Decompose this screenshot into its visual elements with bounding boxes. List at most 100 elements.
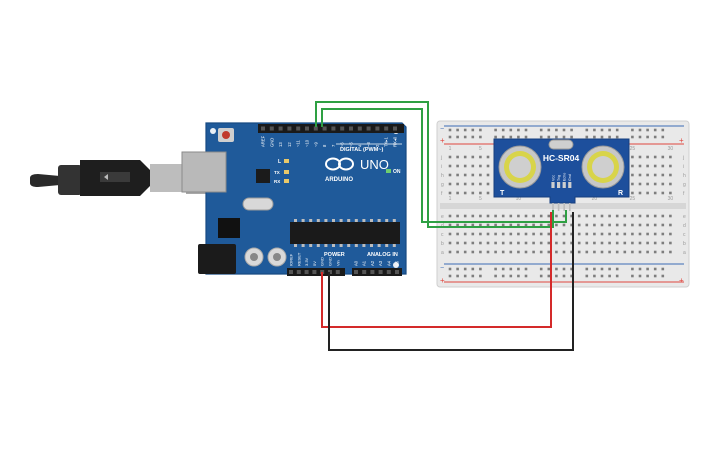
arduino-uno-board[interactable] (181, 122, 407, 276)
analog-pin-label: A0 (354, 260, 359, 266)
analog-pin-label: A1 (362, 260, 367, 266)
row-label: h (683, 173, 686, 179)
power-pin-label: Vin (335, 260, 340, 266)
power-pin-label: 5V (312, 261, 317, 266)
digital-pin-8[interactable] (331, 126, 336, 131)
power-pin-0[interactable] (289, 270, 293, 274)
column-label: 25 (630, 196, 636, 202)
rail-plus-bottom-right: + (679, 276, 684, 285)
power-pin-1[interactable] (296, 270, 301, 274)
infinity-logo-icon (325, 157, 354, 171)
digital-pin-10[interactable] (349, 126, 353, 131)
column-label: 20 (592, 196, 598, 202)
analog-pin-3[interactable] (378, 270, 383, 274)
digital-pin-11[interactable] (357, 126, 362, 131)
analog-header (352, 268, 402, 276)
digital-pin-label: GND (269, 138, 274, 147)
analog-pin-1[interactable] (362, 270, 367, 274)
digital-pin-label: 12 (287, 142, 292, 147)
power-pin-label: GND (328, 257, 333, 266)
power-pin-2[interactable] (304, 270, 309, 274)
rail-minus-top: − (440, 126, 444, 133)
rail-minus-bottom: − (440, 265, 444, 272)
sensor-pin-gnd[interactable] (568, 182, 572, 188)
row-label: f (683, 191, 685, 197)
column-label: 5 (479, 196, 482, 202)
sensor-mark-r: R (618, 190, 623, 197)
digital-pin-14[interactable] (384, 126, 389, 131)
sensor-pin-vcc[interactable] (551, 182, 555, 188)
digital-pin-label: AREF (261, 135, 266, 147)
digital-pin-label: 13 (278, 142, 283, 147)
row-label: j (440, 155, 442, 161)
row-label: b (683, 241, 686, 247)
sensor-pin-echo[interactable] (562, 182, 566, 188)
row-label: c (683, 232, 686, 238)
tx-led (284, 170, 289, 174)
digital-pin-9[interactable] (340, 126, 345, 131)
power-pin-6[interactable] (335, 270, 340, 274)
row-label: b (441, 241, 444, 247)
analog-pin-2[interactable] (370, 270, 375, 274)
sensor-pin-trig[interactable] (557, 182, 561, 188)
analog-pin-label: A5 (395, 260, 400, 266)
rx-led-label: RX (274, 179, 280, 184)
row-label: a (683, 250, 686, 256)
digital-pin-12[interactable] (366, 126, 371, 131)
wire-green-echo[interactable] (321, 108, 567, 223)
row-label: h (441, 173, 444, 179)
rx-led (284, 179, 289, 183)
wire-black-gnd[interactable] (328, 212, 574, 351)
sensor-mark-t: T (500, 190, 505, 197)
digital-pin-label: TX▸1 (384, 137, 389, 147)
digital-pin-3[interactable] (287, 126, 292, 131)
digital-pin-label: ~3 (366, 142, 371, 147)
transducer-left (498, 145, 542, 189)
row-label: g (683, 182, 686, 188)
rail-plus-bottom: + (440, 276, 445, 285)
arduino-logo: ARDUINO UNO (325, 157, 389, 183)
digital-pin-15[interactable] (393, 126, 397, 131)
brand-label: ARDUINO (325, 177, 353, 183)
power-pin-label: 3.3V (304, 257, 309, 266)
atmega-chip (290, 222, 400, 244)
digital-pin-4[interactable] (296, 126, 301, 131)
wires (315, 101, 574, 351)
column-label: 30 (668, 196, 674, 202)
wire-green-trig[interactable] (315, 101, 554, 228)
row-label: c (441, 232, 444, 238)
column-label: 1 (449, 146, 452, 152)
digital-pin-2[interactable] (278, 126, 283, 131)
reset-button[interactable] (218, 128, 234, 142)
analog-pin-5[interactable] (395, 270, 399, 274)
digital-pin-0[interactable] (261, 126, 265, 131)
row-label: j (682, 155, 684, 161)
analog-in-label: ANALOG IN (367, 252, 398, 258)
power-pin-3[interactable] (312, 270, 317, 274)
digital-pin-5[interactable] (305, 126, 309, 131)
digital-pin-7[interactable] (322, 126, 327, 131)
regulator (218, 218, 240, 238)
sensor-pin-label: Echo (563, 173, 567, 181)
analog-pin-4[interactable] (386, 270, 391, 274)
wire-red-5v[interactable] (321, 212, 552, 328)
sensor-name: HC-SR04 (543, 153, 580, 163)
analog-pin-0[interactable] (354, 270, 358, 274)
digital-pin-6[interactable] (313, 126, 318, 131)
sensor-pin-label: Trig (557, 175, 561, 181)
column-label: 30 (668, 146, 674, 152)
usb-chip (256, 169, 270, 183)
analog-pin-label: A4 (386, 260, 391, 266)
digital-pin-label: 7 (331, 144, 336, 147)
digital-pin-1[interactable] (269, 126, 274, 131)
rail-plus-top: + (440, 136, 445, 145)
crystal (242, 197, 274, 211)
power-pin-label: GND (320, 257, 325, 266)
row-label: e (683, 214, 686, 220)
digital-pin-label: ~5 (349, 142, 354, 147)
digital-pin-13[interactable] (375, 126, 380, 131)
l-led (284, 159, 289, 163)
power-label: POWER (324, 252, 345, 258)
